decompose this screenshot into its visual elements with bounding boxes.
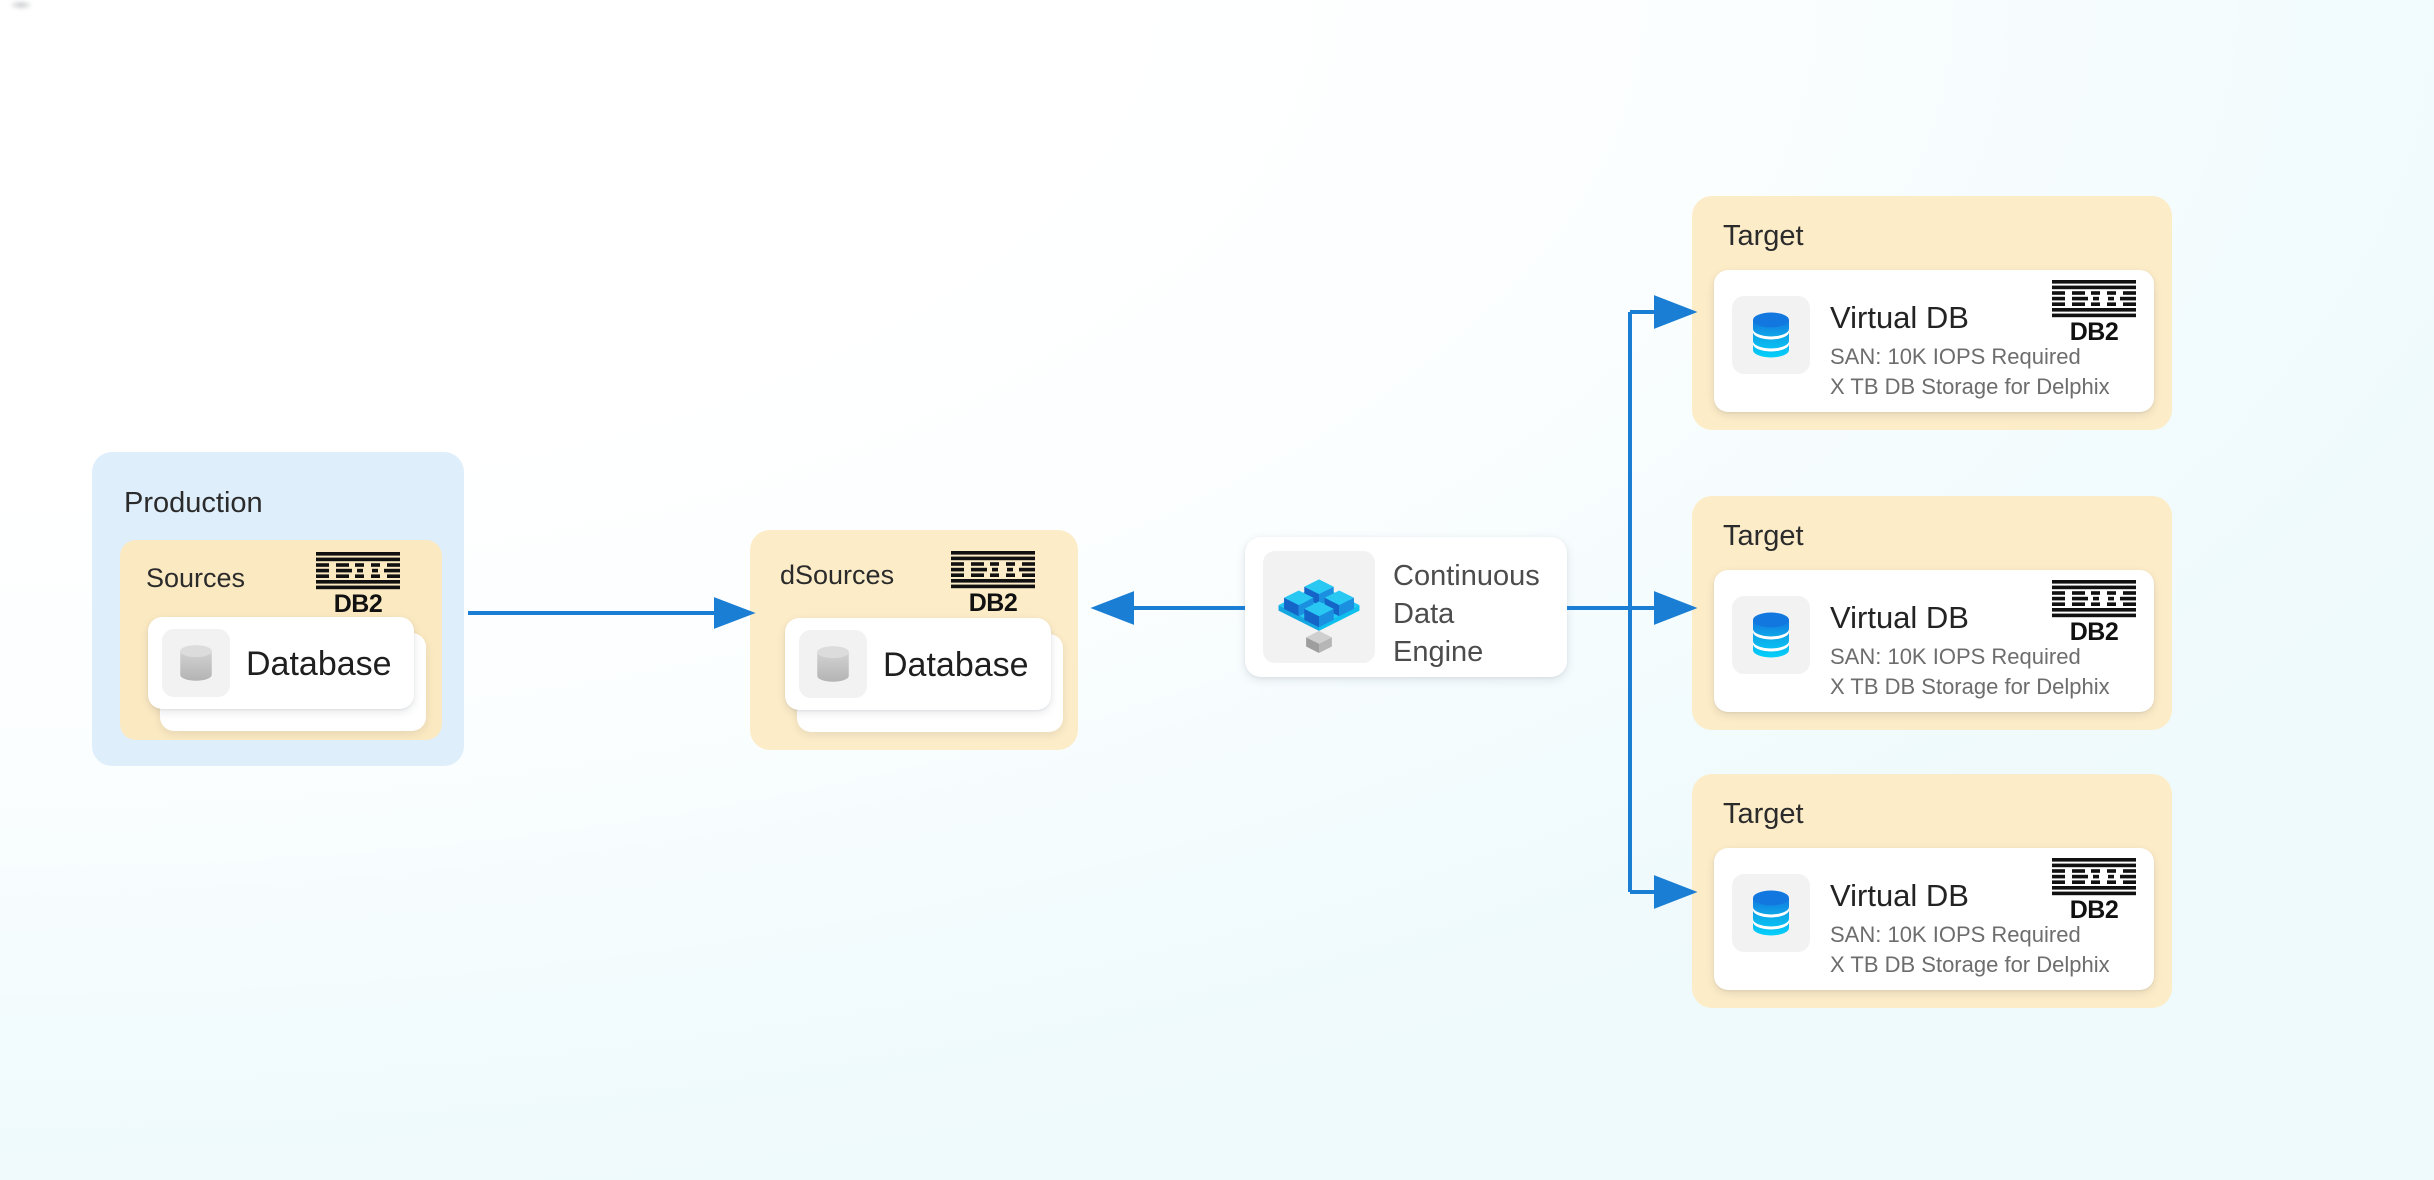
ibm-db2-logo-target-1: DB2 — [2052, 280, 2136, 345]
ibm-logo-icon — [316, 552, 400, 590]
target-sub-2-line-2: X TB DB Storage for Delphix — [1830, 674, 2110, 699]
virtual-db-icon-tile — [1732, 596, 1810, 674]
db2-wordmark: DB2 — [2069, 618, 2119, 646]
connector-engine-to-dsources — [1090, 591, 1245, 625]
engine-label-line-2: Data — [1393, 598, 1455, 630]
virtual-db-icon-tile — [1732, 874, 1810, 952]
target-group-title-2: Target — [1723, 520, 1804, 552]
target-sub-2-line-1: SAN: 10K IOPS Required — [1830, 644, 2081, 669]
target-card-2[interactable]: Virtual DB SAN: 10K IOPS Required X TB D… — [1714, 570, 2154, 712]
db2-wordmark: DB2 — [968, 589, 1018, 617]
target-group-title-1: Target — [1723, 220, 1804, 252]
connector-engine-trunk — [1567, 312, 1632, 892]
db2-wordmark: DB2 — [2069, 318, 2119, 346]
ibm-logo-icon — [2052, 580, 2136, 618]
background-smudge — [4, 0, 38, 12]
cube-cluster-icon — [1273, 561, 1365, 653]
continuous-data-engine-card[interactable]: Continuous Data Engine — [1245, 537, 1567, 677]
virtual-db-icon — [1747, 889, 1795, 937]
connector-engine-to-target-1 — [1630, 295, 1698, 329]
ibm-logo-icon — [951, 551, 1035, 589]
ibm-db2-logo-target-3: DB2 — [2052, 858, 2136, 923]
database-cylinder-icon — [812, 643, 854, 685]
engine-label-line-3: Engine — [1393, 636, 1484, 668]
target-sub-3-line-2: X TB DB Storage for Delphix — [1830, 952, 2110, 977]
ibm-logo-icon — [2052, 858, 2136, 896]
virtual-db-icon — [1747, 311, 1795, 359]
sources-panel-label: Sources — [146, 563, 246, 593]
virtual-db-icon-tile — [1732, 296, 1810, 374]
db2-wordmark: DB2 — [333, 590, 383, 618]
ibm-db2-logo-target-2: DB2 — [2052, 580, 2136, 645]
engine-label-line-1: Continuous — [1393, 560, 1540, 592]
db2-wordmark: DB2 — [2069, 896, 2119, 924]
target-card-1[interactable]: Virtual DB SAN: 10K IOPS Required X TB D… — [1714, 270, 2154, 412]
connector-engine-to-target-2 — [1630, 591, 1698, 625]
target-title-2: Virtual DB — [1830, 600, 1969, 635]
database-cylinder-icon-tile — [799, 630, 867, 698]
ibm-db2-logo-sources: DB2 — [316, 552, 400, 617]
ibm-logo-icon — [2052, 280, 2136, 318]
virtual-db-icon — [1747, 611, 1795, 659]
dsources-database-card[interactable]: Database — [785, 618, 1051, 710]
target-sub-1-line-1: SAN: 10K IOPS Required — [1830, 344, 2081, 369]
connector-production-to-dsources — [468, 597, 756, 629]
database-cylinder-icon — [175, 642, 217, 684]
target-card-3[interactable]: Virtual DB SAN: 10K IOPS Required X TB D… — [1714, 848, 2154, 990]
target-title-1: Virtual DB — [1830, 300, 1969, 335]
production-group-title: Production — [124, 487, 263, 519]
target-sub-1-line-2: X TB DB Storage for Delphix — [1830, 374, 2110, 399]
connector-engine-to-target-3 — [1630, 875, 1698, 909]
target-title-3: Virtual DB — [1830, 878, 1969, 913]
dsources-database-label: Database — [883, 646, 1029, 684]
cube-cluster-icon-tile — [1263, 551, 1375, 663]
sources-database-card[interactable]: Database — [148, 617, 414, 709]
target-group-title-3: Target — [1723, 798, 1804, 830]
database-cylinder-icon-tile — [162, 629, 230, 697]
target-sub-3-line-1: SAN: 10K IOPS Required — [1830, 922, 2081, 947]
dsources-panel-label: dSources — [780, 560, 895, 590]
ibm-db2-logo-dsources: DB2 — [951, 551, 1035, 616]
sources-database-label: Database — [246, 645, 392, 683]
